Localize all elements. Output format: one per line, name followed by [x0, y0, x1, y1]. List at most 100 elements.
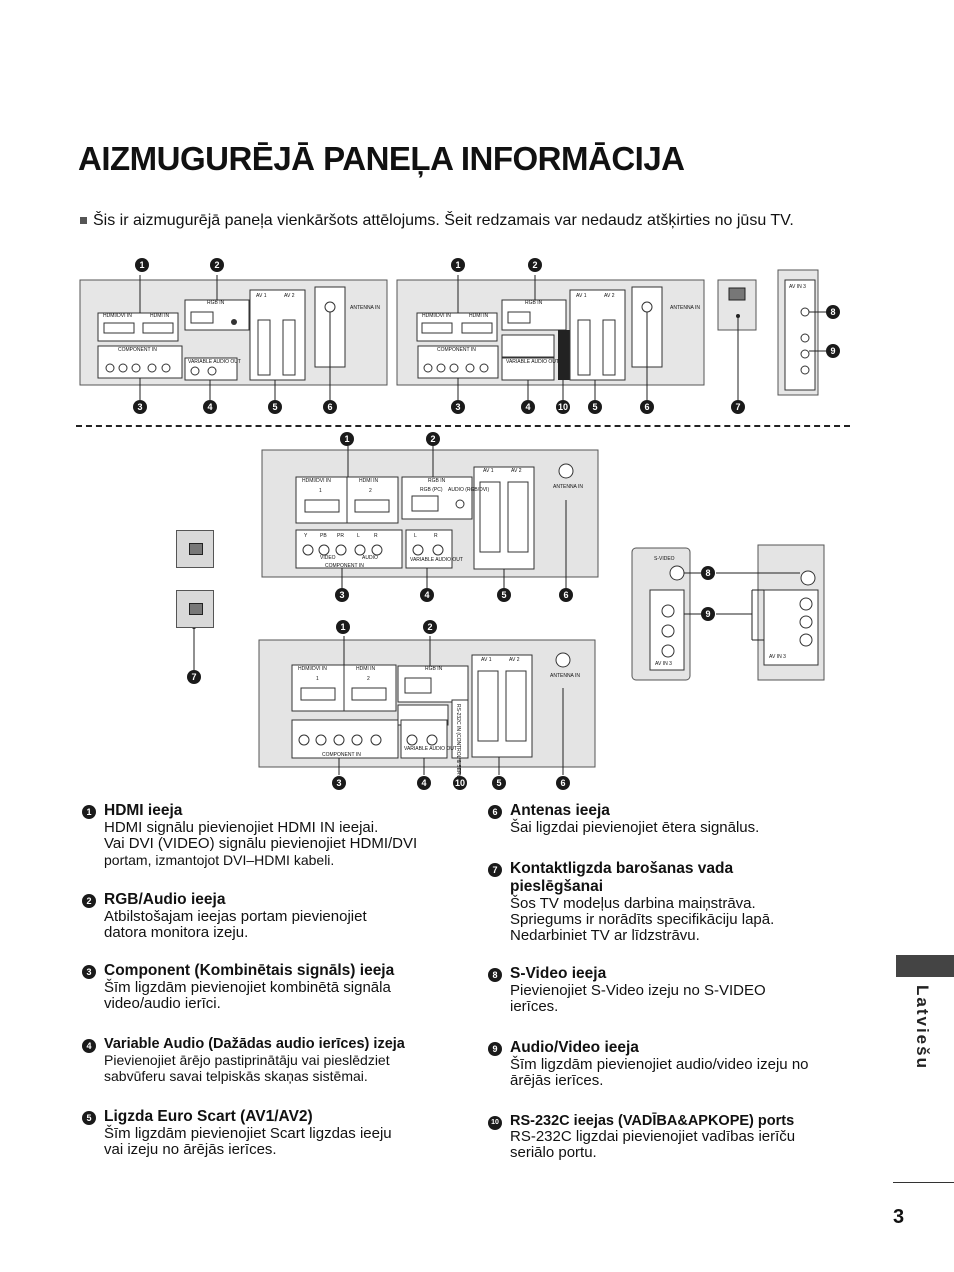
item-hdmi: 1 HDMI ieeja HDMI signālu pievienojiet H…: [82, 802, 464, 868]
language-tab: [896, 955, 954, 977]
label-ch1: 1: [319, 488, 322, 494]
language-label: Latviešu: [913, 985, 932, 1070]
label-rgb-in: RGB IN: [525, 300, 543, 306]
label-hdmi-dvi: HDMI/DVI IN: [422, 313, 451, 319]
label-l: L: [414, 533, 417, 539]
label-hdmi: HDMI IN: [469, 313, 489, 319]
top-panels-diagram: [79, 269, 826, 400]
callout-10: 10: [453, 776, 467, 790]
callout-10: 10: [556, 400, 570, 414]
callout-5: 5: [588, 400, 602, 414]
bottom-panels-diagram: [192, 446, 825, 775]
label-video: VIDEO: [320, 555, 336, 561]
item-heading: Ligzda Euro Scart (AV1/AV2): [104, 1108, 313, 1125]
label-component: COMPONENT IN: [118, 347, 157, 353]
label-av2: AV 2: [284, 293, 295, 299]
label-s-video: S-VIDEO: [654, 556, 675, 562]
item-antenna: 6 Antenas ieeja Šai ligzdai pievienojiet…: [488, 802, 870, 836]
callout-3: 3: [332, 776, 346, 790]
panel-d: [258, 636, 596, 775]
item-num: 10: [488, 1116, 502, 1130]
callout-7: 7: [731, 400, 745, 414]
side-av-panel-left: [631, 547, 703, 681]
page-number: 3: [893, 1206, 905, 1228]
label-component: COMPONENT IN: [325, 563, 364, 569]
label-component: COMPONENT IN: [322, 752, 361, 758]
dashed-separator: [76, 425, 850, 427]
power-socket-icon: [189, 603, 203, 615]
label-av1: AV 1: [483, 468, 494, 474]
callout-2: 2: [210, 258, 224, 272]
label-av-in3: AV IN 3: [789, 284, 806, 290]
panel-c: [261, 446, 599, 588]
callout-2: 2: [528, 258, 542, 272]
label-av2: AV 2: [509, 657, 520, 663]
item-num: 8: [488, 968, 502, 982]
item-power-socket: 7 Kontaktligzda barošanas vada pieslēgša…: [488, 860, 870, 944]
callout-1: 1: [135, 258, 149, 272]
item-heading: Kontaktligzda barošanas vada: [510, 860, 734, 877]
label-av1: AV 1: [481, 657, 492, 663]
label-y: Y: [304, 533, 308, 539]
callout-1: 1: [451, 258, 465, 272]
page-number-rule: [893, 1182, 954, 1183]
item-num: 7: [488, 863, 502, 877]
item-num: 2: [82, 894, 96, 908]
bullet-square-icon: [80, 217, 87, 225]
callout-1: 1: [340, 432, 354, 446]
label-hdmi: HDMI IN: [150, 313, 170, 319]
callout-3: 3: [133, 400, 147, 414]
label-av1: AV 1: [576, 293, 587, 299]
callout-3: 3: [335, 588, 349, 602]
item-heading: S-Video ieeja: [510, 965, 607, 982]
item-component: 3 Component (Kombinētais signāls) ieeja …: [82, 962, 464, 1012]
label-rgb-in: RGB IN: [425, 666, 443, 672]
side-av-panel-right: [716, 544, 825, 681]
item-variable-audio: 4 Variable Audio (Dažādas audio ierīces)…: [82, 1036, 464, 1084]
callout-3: 3: [451, 400, 465, 414]
callout-6: 6: [556, 776, 570, 790]
label-antenna: ANTENNA IN: [670, 305, 701, 311]
callout-4: 4: [203, 400, 217, 414]
label-audio-rgb: AUDIO (RGB/DVI): [448, 487, 490, 493]
callout-9: 9: [701, 607, 715, 621]
item-num: 9: [488, 1042, 502, 1056]
item-rgb-audio: 2 RGB/Audio ieeja Atbilstošajam ieejas p…: [82, 891, 464, 941]
item-heading: RGB/Audio ieeja: [104, 891, 226, 908]
item-num: 4: [82, 1039, 96, 1053]
callout-6: 6: [640, 400, 654, 414]
label-hdmi-dvi: HDMI/DVI IN: [103, 313, 132, 319]
power-socket-1: [176, 530, 214, 568]
item-heading-2: pieslēgšanai: [510, 878, 604, 895]
item-heading: Antenas ieeja: [510, 802, 610, 819]
label-hdmi-dvi: HDMI/DVI IN: [302, 478, 331, 484]
label-variable-audio: VARIABLE AUDIO OUT: [188, 359, 241, 365]
item-audio-video: 9 Audio/Video ieeja Šīm ligzdām pievieno…: [488, 1039, 870, 1089]
callout-4: 4: [417, 776, 431, 790]
item-heading: Variable Audio (Dažādas audio ierīces) i…: [104, 1036, 405, 1052]
callout-1: 1: [336, 620, 350, 634]
callout-2: 2: [423, 620, 437, 634]
power-socket-2: [176, 590, 214, 628]
callout-2: 2: [426, 432, 440, 446]
callout-8: 8: [701, 566, 715, 580]
label-hdmi-dvi: HDMI/DVI IN: [298, 666, 327, 672]
callout-5: 5: [268, 400, 282, 414]
callout-5: 5: [497, 588, 511, 602]
callout-5: 5: [492, 776, 506, 790]
label-av1: AV 1: [256, 293, 267, 299]
label-variable-audio: VARIABLE AUDIO OUT: [404, 746, 457, 752]
label-component: COMPONENT IN: [437, 347, 476, 353]
label-av-in3: AV IN 3: [769, 654, 786, 660]
item-num: 5: [82, 1111, 96, 1125]
label-av2: AV 2: [511, 468, 522, 474]
label-pb: PB: [320, 533, 327, 539]
label-variable-audio: VARIABLE AUDIO OUT: [410, 557, 463, 563]
callout-9: 9: [826, 344, 840, 358]
label-rgb-pc: RGB (PC): [420, 487, 443, 493]
label-hdmi: HDMI IN: [356, 666, 376, 672]
item-euro-scart: 5 Ligzda Euro Scart (AV1/AV2) Šīm ligzdā…: [82, 1108, 464, 1158]
label-ch2: 2: [369, 488, 372, 494]
label-antenna: ANTENNA IN: [350, 305, 381, 311]
panel-b: [396, 275, 705, 400]
